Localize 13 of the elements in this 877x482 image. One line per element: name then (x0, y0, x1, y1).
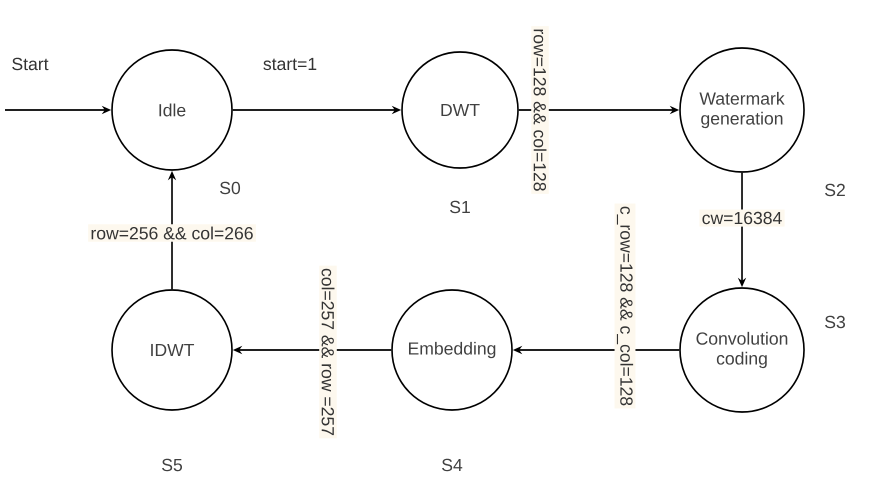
state-label: S4 (442, 458, 462, 472)
edge-label: start=1 (263, 58, 316, 70)
edge-label: Start (12, 58, 48, 70)
edge-label: cw=16384 (702, 212, 782, 224)
edge-label: col=257 && row =257 (322, 268, 334, 436)
state-label: S0 (220, 182, 240, 194)
state-label: S5 (162, 458, 182, 472)
state-label: S2 (825, 184, 845, 196)
edge-label: c_row=128 && c_col=128 (616, 206, 634, 406)
edge-label: row=128 && col=128 (534, 30, 546, 191)
state-label: S3 (825, 316, 845, 328)
edge-label: row=256 && col=266 (92, 226, 253, 240)
state-label: S1 (450, 200, 470, 214)
